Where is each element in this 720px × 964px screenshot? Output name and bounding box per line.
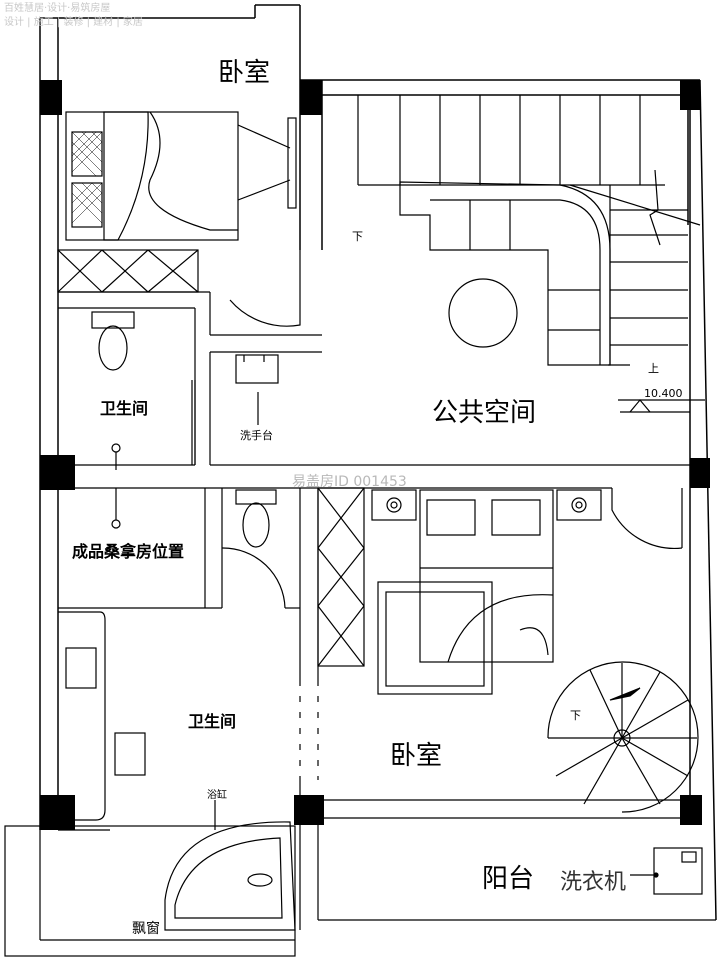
shower-top (111, 443, 121, 470)
exterior-walls (39, 4, 717, 921)
elevation-marker (618, 399, 705, 413)
washing-machine (630, 847, 703, 895)
label-bathtub: 浴缸 (207, 790, 227, 801)
sofa (399, 181, 611, 366)
sauna-fixture (111, 488, 121, 529)
partition-dashed (299, 680, 319, 780)
label-bedroom-bottom: 卧室 (390, 741, 443, 771)
watermark-line2: 设计 | 施工 | 装修 | 建材 | 家居 (4, 17, 143, 28)
label-washer: 洗衣机 (560, 870, 627, 895)
wardrobe-top (57, 249, 199, 293)
toilet-top (91, 311, 135, 371)
label-stair-up: 上 (648, 362, 659, 375)
bed-bottom (377, 489, 554, 695)
label-balcony: 阳台 (482, 864, 535, 894)
interior-walls (58, 291, 716, 930)
label-sauna: 成品桑拿房位置 (72, 542, 185, 561)
round-table (448, 278, 518, 348)
bathroom-top-door (191, 380, 196, 465)
bed-top (65, 111, 297, 241)
label-bay-window: 飘窗 (132, 921, 160, 937)
label-stair-down-1: 下 (352, 230, 363, 243)
vanity-bottom (58, 611, 146, 821)
label-bedroom-top: 卧室 (218, 58, 271, 88)
sink-top (235, 354, 279, 425)
spiral-stair (547, 661, 699, 813)
label-elevation: 10.400 (644, 387, 683, 400)
columns (40, 80, 710, 830)
door-top-bedroom (229, 250, 301, 327)
bathtub (164, 800, 296, 931)
label-stair-down-2: 下 (570, 709, 581, 722)
bed-top-pattern (71, 131, 103, 224)
watermark-logo: 百姓慧居·设计·易筑房屋 设计 | 施工 | 装修 | 建材 | 家居 (4, 2, 143, 30)
stairs-upper (357, 95, 701, 366)
door-bottom-right (611, 488, 683, 549)
nightstand-right (556, 489, 602, 521)
toilet-middle (235, 489, 277, 548)
label-sink: 洗手台 (240, 429, 273, 442)
watermark-id: 易盖房ID 001453 (292, 474, 407, 490)
label-public-space: 公共空间 (432, 398, 537, 428)
nightstand-left (371, 489, 417, 521)
bay-window (4, 825, 296, 957)
label-bathroom-top: 卫生间 (100, 399, 149, 418)
wardrobe-bottom (317, 487, 365, 667)
door-middle (221, 547, 286, 609)
label-bathroom-bottom: 卫生间 (188, 712, 237, 731)
watermark-line1: 百姓慧居·设计·易筑房屋 (4, 3, 111, 14)
